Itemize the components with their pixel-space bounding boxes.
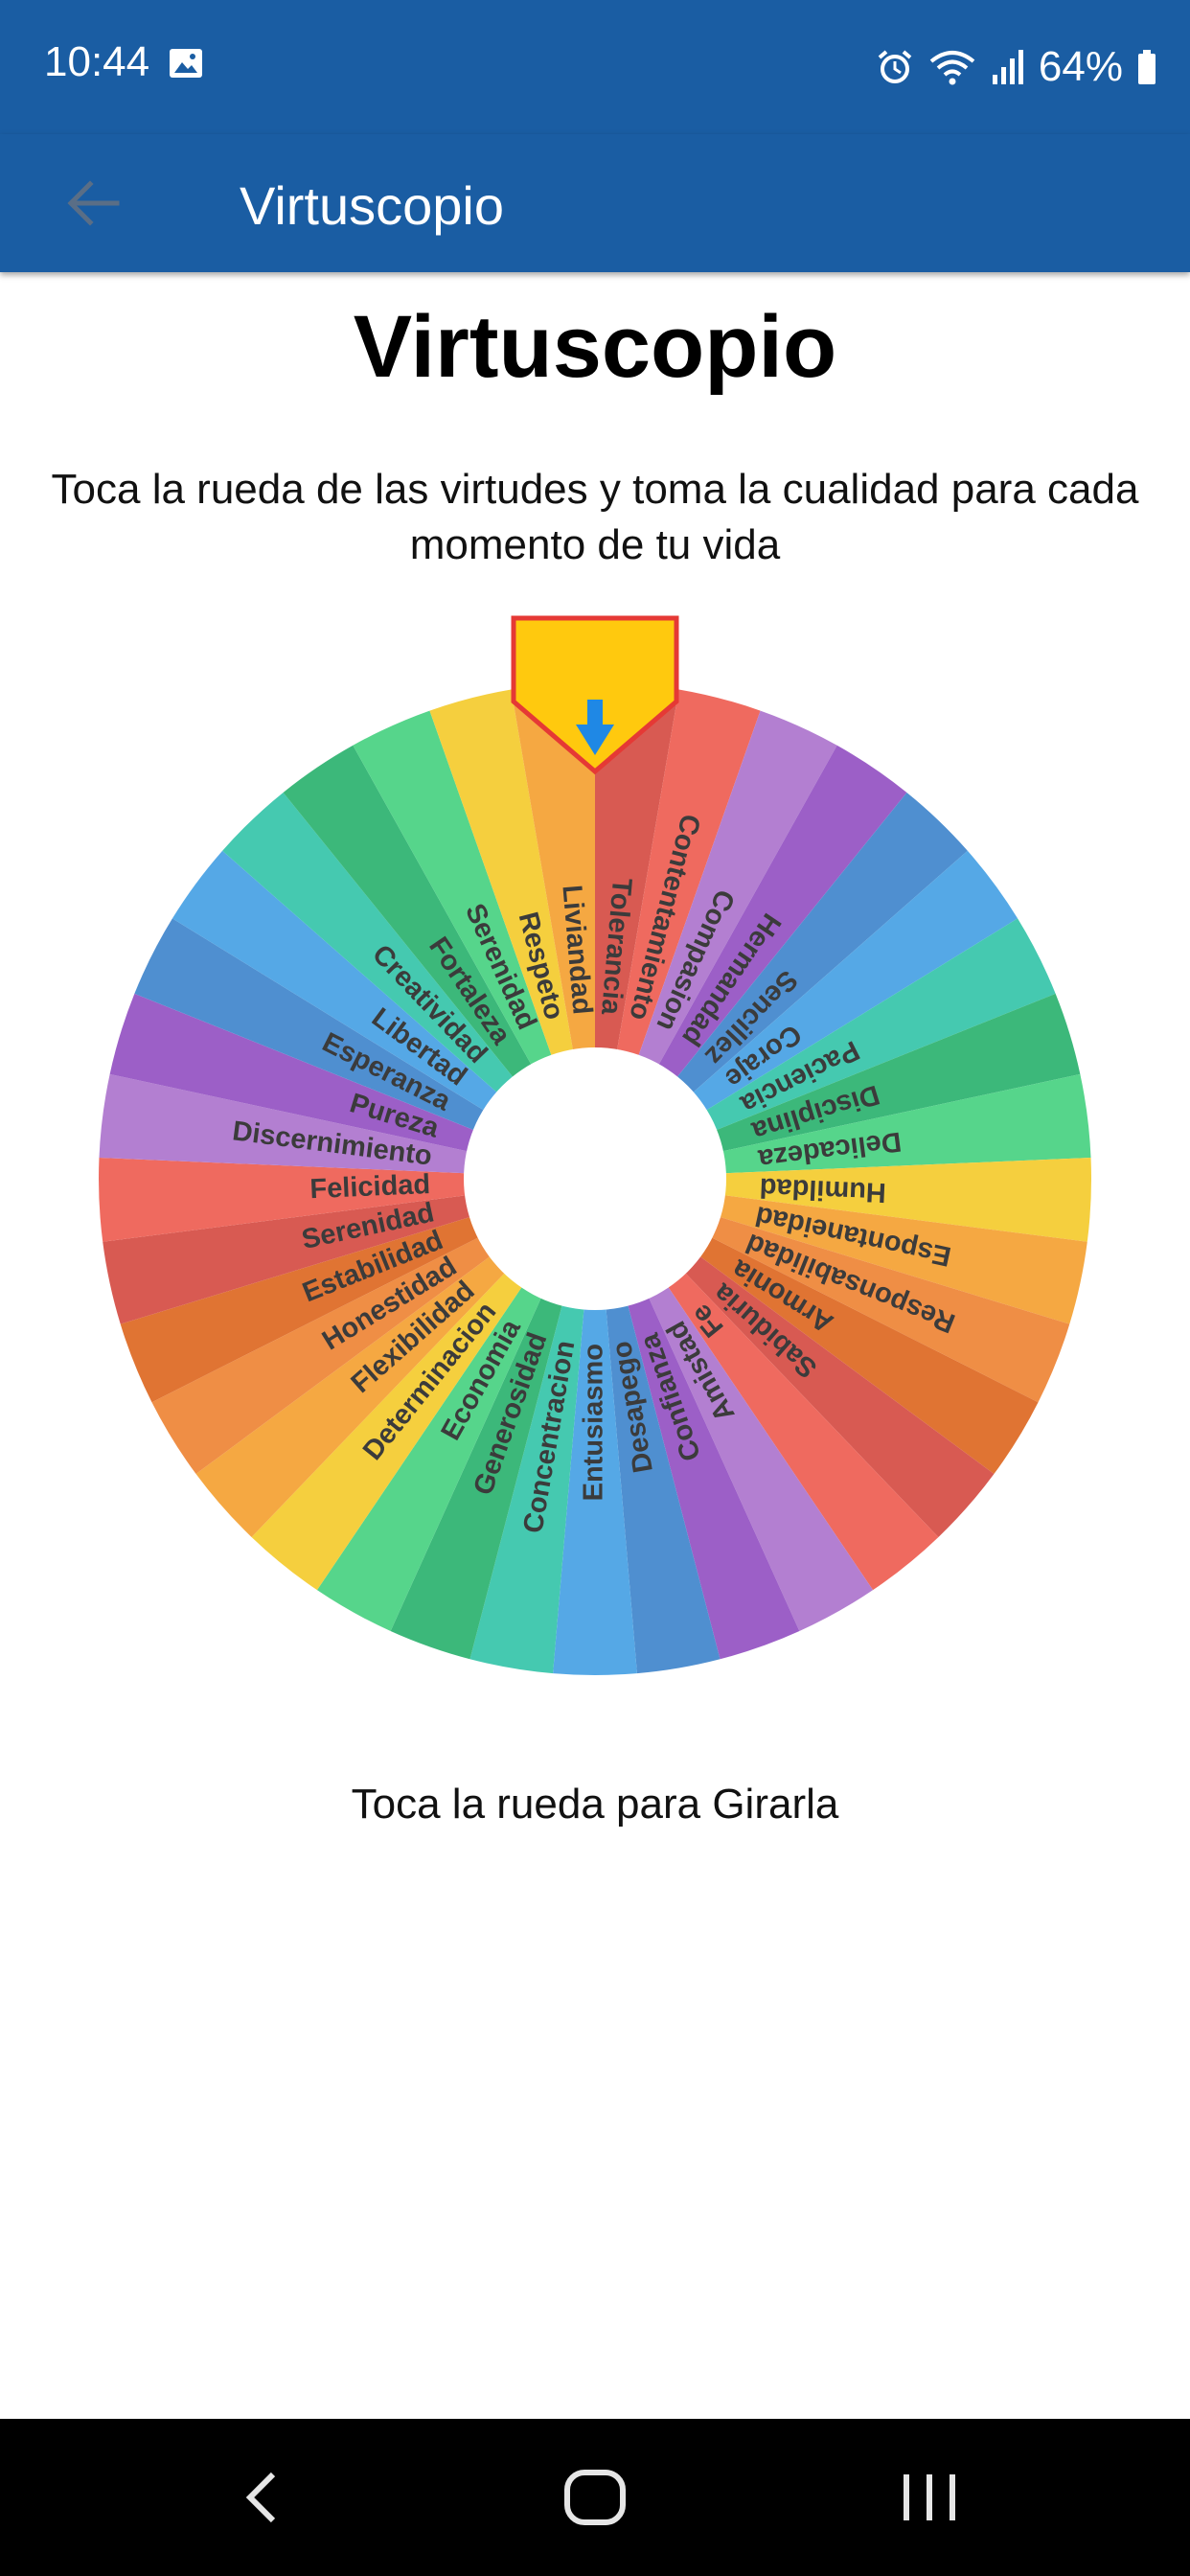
nav-recents-button[interactable] bbox=[881, 2457, 977, 2538]
wheel-segment[interactable] bbox=[595, 850, 1018, 1179]
nav-home-button[interactable] bbox=[547, 2457, 643, 2538]
wifi-icon bbox=[929, 51, 975, 85]
wheel-segment-label: Felicidad bbox=[309, 1169, 431, 1205]
arrow-left-icon bbox=[67, 180, 120, 226]
nav-back-icon bbox=[245, 2472, 276, 2523]
spin-hint-text: Toca la rueda para Girarla bbox=[351, 1781, 839, 1828]
signal-icon bbox=[992, 50, 1023, 84]
wheel-segment[interactable] bbox=[595, 1179, 874, 1632]
wheel-segment[interactable] bbox=[283, 745, 595, 1179]
wheel-segment[interactable] bbox=[251, 1179, 595, 1591]
page-title: Virtuscopio bbox=[353, 298, 837, 396]
navigation-bar bbox=[0, 2419, 1190, 2576]
wheel-segment[interactable] bbox=[151, 1179, 595, 1475]
wheel-segment[interactable] bbox=[595, 792, 968, 1179]
wheel-segment-label: Entusiasmo bbox=[579, 1344, 609, 1501]
status-time: 10:44 bbox=[44, 38, 150, 85]
nav-back-button[interactable] bbox=[213, 2457, 309, 2538]
wheel-segment[interactable] bbox=[595, 1179, 939, 1591]
arrow-down-icon bbox=[576, 700, 614, 755]
wheel-segment[interactable] bbox=[353, 710, 595, 1179]
nav-recents-icon bbox=[904, 2474, 955, 2520]
wheel-segment[interactable] bbox=[172, 850, 595, 1179]
wheel-segment[interactable] bbox=[595, 1179, 1039, 1475]
wheel-segment[interactable] bbox=[316, 1179, 595, 1632]
wheel-segment-label: Humildad bbox=[759, 1172, 886, 1208]
app-bar: Virtuscopio bbox=[0, 134, 1190, 272]
nav-home-icon bbox=[564, 2470, 626, 2525]
wheel-pointer bbox=[511, 615, 679, 775]
gallery-icon bbox=[170, 49, 202, 78]
virtue-wheel[interactable]: ToleranciaContentamientoCompasionHermand… bbox=[0, 594, 1190, 1687]
status-bar: 10:44 64% bbox=[0, 0, 1190, 134]
subtitle-text: Toca la rueda de las virtudes y toma la … bbox=[51, 466, 1139, 568]
alarm-icon bbox=[878, 50, 912, 83]
wheel-segment[interactable] bbox=[553, 1179, 637, 1675]
back-button[interactable] bbox=[54, 163, 134, 243]
wheel-segment[interactable] bbox=[595, 918, 1056, 1179]
wheel-segment[interactable] bbox=[595, 745, 907, 1179]
wheel-center-hole bbox=[464, 1047, 726, 1310]
wheel-segment[interactable] bbox=[595, 710, 837, 1179]
wheel-segment[interactable] bbox=[134, 918, 595, 1179]
battery-percentage: 64% bbox=[1038, 43, 1123, 90]
wheel-segment[interactable] bbox=[195, 1179, 595, 1537]
app-bar-title: Virtuscopio bbox=[240, 175, 505, 236]
battery-icon bbox=[1138, 50, 1156, 84]
wheel-segment[interactable] bbox=[595, 1179, 995, 1537]
wheel-segment[interactable] bbox=[222, 792, 595, 1179]
status-icons: 64% bbox=[876, 38, 1157, 96]
